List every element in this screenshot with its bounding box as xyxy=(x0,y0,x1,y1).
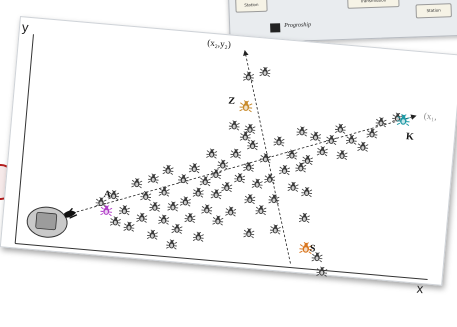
swarm-robot-icon xyxy=(220,181,233,193)
swarm-robot-icon xyxy=(259,66,271,78)
swarm-robot-icon xyxy=(162,164,175,176)
swarm-robot-icon xyxy=(210,188,223,200)
swarm-robot-icon xyxy=(259,152,272,164)
swarm-robot-icon xyxy=(244,123,256,135)
x-axis-line xyxy=(15,242,428,281)
swarm-robot-icon xyxy=(157,214,170,225)
swarm-robot-icon xyxy=(325,134,338,146)
swarm-robot-icon xyxy=(316,145,329,157)
swarm-robot-icon xyxy=(148,201,161,213)
swarm-robot-icon xyxy=(233,172,246,184)
y-axis-label: y xyxy=(21,19,30,35)
robot-swarm xyxy=(95,66,404,277)
coord-label-right: (x₁, xyxy=(423,110,438,122)
swarm-robot-icon xyxy=(199,175,212,187)
swarm-robot-icon xyxy=(165,239,178,250)
swarm-robot-icon xyxy=(309,131,322,142)
swarm-robot-icon xyxy=(123,221,135,232)
swarm-robot-icon xyxy=(166,201,179,212)
swarm-robot-icon xyxy=(263,173,276,184)
swarm-robot-icon xyxy=(200,204,213,215)
swarm-robot-icon xyxy=(171,223,183,235)
swarm-robot-icon xyxy=(243,193,256,205)
swarm-robot-icon xyxy=(285,149,298,160)
swarm-robot-icon xyxy=(301,154,314,166)
swarm-robot-icon xyxy=(267,193,280,205)
point-label-z: Z xyxy=(227,95,236,108)
swarm-robot-icon xyxy=(246,139,259,151)
robot-z-icon xyxy=(238,99,253,113)
robot-a-icon xyxy=(99,204,113,217)
swarm-robot-icon xyxy=(211,215,224,226)
swarm-robot-icon xyxy=(188,162,201,174)
swarm-robot-icon xyxy=(179,196,192,207)
swarm-diagram xyxy=(14,34,428,281)
swarm-robot-icon xyxy=(130,177,143,189)
swarm-robot-icon xyxy=(294,162,307,173)
swarm-robot-icon xyxy=(273,136,285,147)
swarm-robot-icon xyxy=(229,148,242,159)
swarm-robot-icon xyxy=(147,173,160,184)
swarm-robot-icon xyxy=(356,141,369,152)
point-label-s: S xyxy=(309,243,316,255)
swarm-robot-icon xyxy=(184,212,196,224)
swarm-robot-icon xyxy=(278,164,291,176)
swarm-robot-icon xyxy=(242,161,255,173)
swarm-robot-icon xyxy=(315,266,328,277)
y-axis-line xyxy=(14,34,34,244)
swarm-robot-icon xyxy=(158,186,171,197)
swarm-robot-icon xyxy=(298,212,311,224)
figure-card: y x (x₂,y₂) (x₁, A Z K S xyxy=(0,16,457,296)
swarm-robot-icon xyxy=(139,190,152,202)
swarm-robot-icon xyxy=(269,224,282,235)
rover-base-icon xyxy=(26,206,78,238)
swarm-robot-icon xyxy=(216,159,229,170)
swarm-robot-icon xyxy=(254,204,267,216)
swarm-robot-icon xyxy=(109,216,122,227)
swarm-robot-icon xyxy=(205,148,218,159)
swarm-robot-icon xyxy=(177,173,190,185)
swarm-robot-icon xyxy=(118,204,131,216)
swarm-robot-icon xyxy=(334,123,347,134)
trajectory-line-k xyxy=(63,114,417,216)
swarm-robot-icon xyxy=(192,187,205,198)
point-label-k: K xyxy=(405,131,415,143)
bg-chip-middle: Transmission xyxy=(347,0,400,9)
swarm-robot-icon xyxy=(192,231,205,242)
swarm-robot-icon xyxy=(135,212,148,223)
bg-chip-left: Station xyxy=(235,0,268,13)
bg-chip-right: Station xyxy=(415,3,452,19)
swarm-robot-icon xyxy=(345,134,358,145)
swarm-robot-icon xyxy=(228,120,241,131)
swarm-robot-icon xyxy=(242,71,255,82)
swarm-robot-icon xyxy=(242,227,255,239)
swarm-robot-icon xyxy=(224,206,237,217)
swarm-robot-icon xyxy=(251,178,264,189)
swarm-robot-icon xyxy=(287,181,300,193)
highlighted-robots xyxy=(99,99,411,255)
point-label-a: A xyxy=(103,189,112,201)
bg-card-label: Progroship xyxy=(284,22,312,30)
swarm-robot-icon xyxy=(296,126,308,137)
swarm-robot-icon xyxy=(336,149,349,161)
x-axis-label: x xyxy=(416,280,424,297)
coord-label-top: (x₂,y₂) xyxy=(206,37,232,50)
bg-logo-block xyxy=(270,23,281,33)
swarm-robot-icon xyxy=(300,186,313,198)
swarm-robot-icon xyxy=(146,229,159,240)
swarm-robot-icon xyxy=(375,116,388,128)
